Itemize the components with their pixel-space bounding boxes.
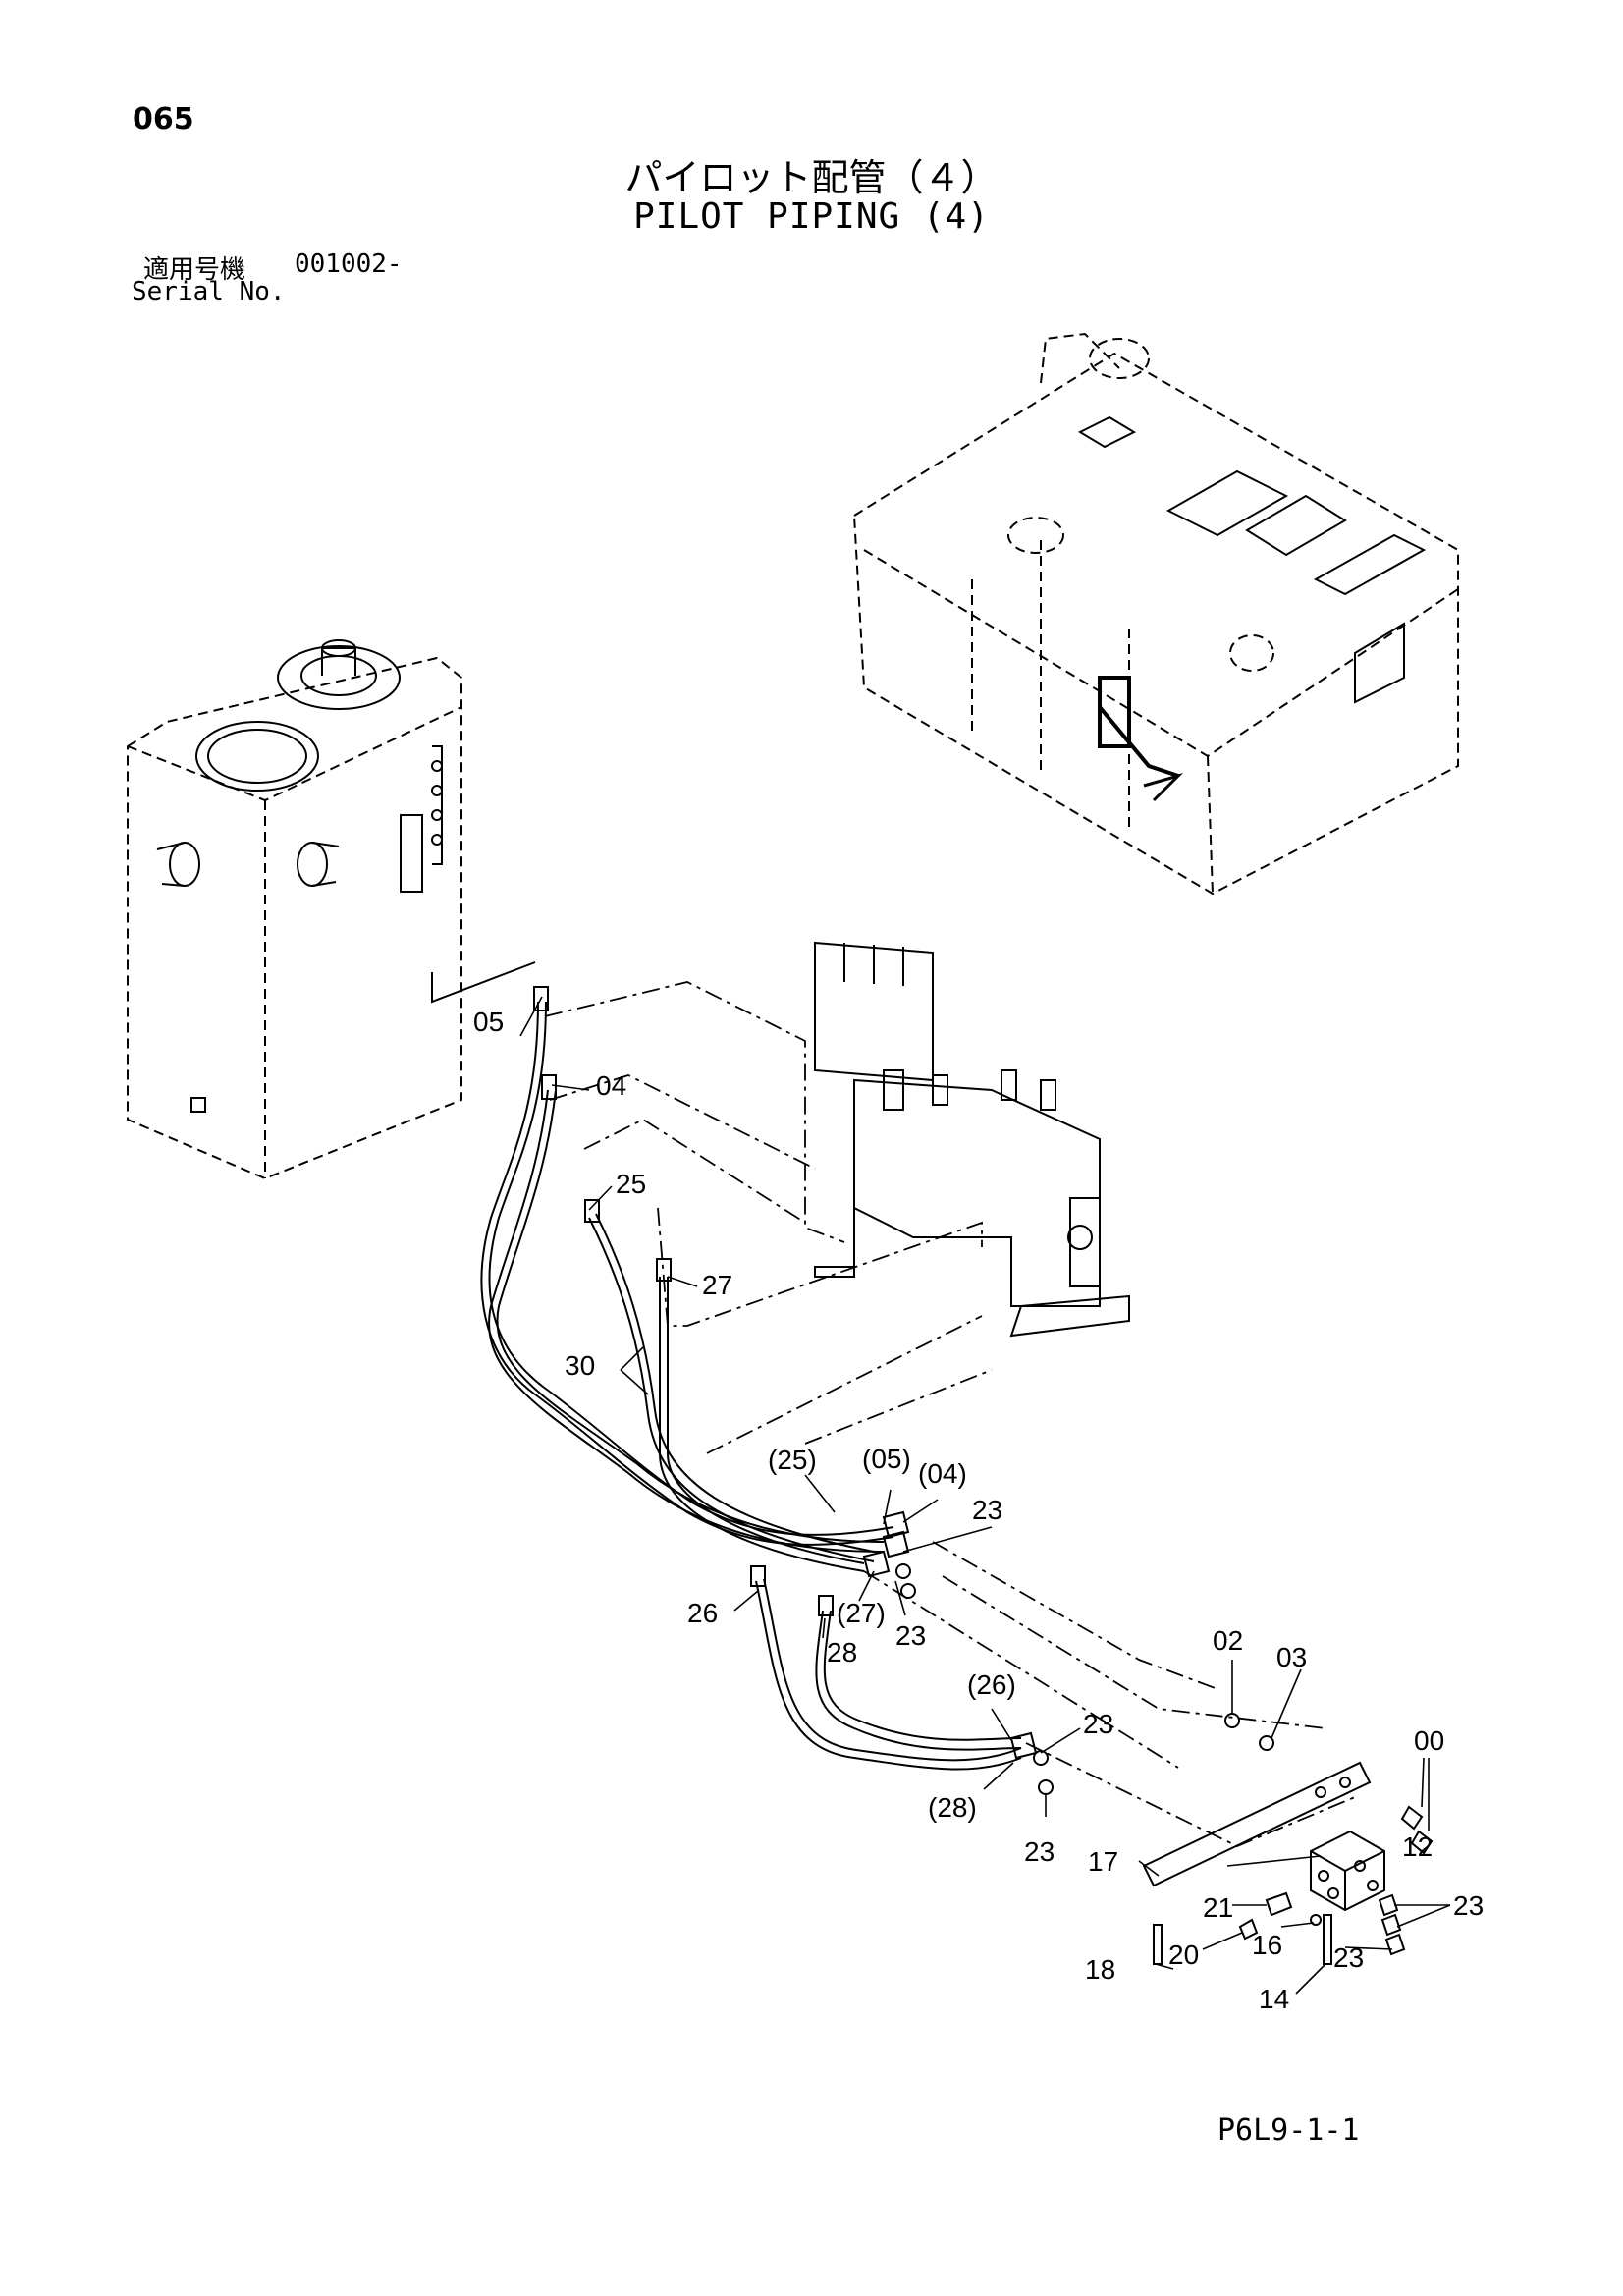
callout-20: 20 [1168,1940,1199,1970]
routing-leader-lines [544,981,1356,1847]
callout-28-ref: (28) [928,1792,977,1823]
callout-25: 25 [616,1169,646,1199]
callout-28: 28 [827,1637,857,1667]
machine-upper-structure-drawing [852,332,1459,896]
callout-26-ref: (26) [967,1669,1016,1700]
callout-27-ref: (27) [837,1598,886,1628]
page-number: 065 [133,102,194,137]
callout-23-b: 23 [895,1620,926,1651]
control-valve-drawing [814,941,1130,1338]
machine-detail-lines [1077,415,1427,802]
pilot-hoses [480,1001,1022,1771]
serial-label-japanese: 適用号機 [143,255,246,285]
callout-05-ref: (05) [862,1444,911,1474]
callout-25-ref: (25) [768,1445,817,1475]
callout-labels: 05 04 25 27 30 (25) (05) (04) 23 (27) 23… [473,1007,1484,2014]
callout-14: 14 [1259,1984,1289,2014]
callout-00: 00 [1414,1725,1444,1756]
callout-21: 21 [1203,1892,1233,1923]
callout-04-ref: (04) [918,1458,967,1489]
title-english: PILOT PIPING (4) [633,196,990,237]
callout-12: 12 [1402,1831,1433,1862]
callout-18: 18 [1085,1954,1115,1985]
callout-03: 03 [1276,1642,1307,1672]
serial-value: 001002- [295,249,403,279]
callout-04: 04 [596,1070,626,1101]
callout-23-c: 23 [1083,1709,1113,1739]
fittings-and-blocks [533,986,1434,1965]
drawing-code: P6L9-1-1 [1217,2113,1360,2148]
callout-leader-lines [519,996,1451,1995]
title-japanese: パイロット配管（４） [624,156,999,199]
callout-17: 17 [1088,1846,1118,1877]
callout-30: 30 [565,1350,595,1381]
serial-label-english: Serial No. [132,277,286,306]
callout-23-a: 23 [972,1495,1002,1525]
callout-23-d: 23 [1024,1836,1055,1867]
callout-02: 02 [1213,1625,1243,1656]
callout-16: 16 [1252,1930,1282,1960]
hydraulic-tank-drawing [127,639,536,1180]
callout-23-f: 23 [1333,1942,1364,1973]
callout-05: 05 [473,1007,504,1037]
callout-26: 26 [687,1598,718,1628]
callout-27: 27 [702,1270,732,1300]
callout-23-e: 23 [1453,1890,1484,1921]
